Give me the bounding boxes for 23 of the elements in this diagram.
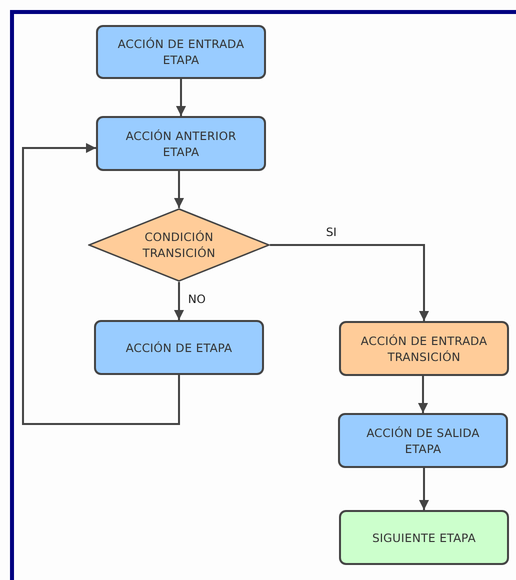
process-box xyxy=(339,510,509,565)
arrow xyxy=(270,244,429,321)
node-label: CONDICIÓN TRANSICIÓN xyxy=(142,229,216,261)
node-label: ACCIÓN DE ENTRADA TRANSICIÓN xyxy=(360,332,488,364)
arrow xyxy=(419,468,429,510)
node-label: ACCIÓN ANTERIOR ETAPA xyxy=(124,128,238,160)
process-box xyxy=(94,320,264,375)
arrow xyxy=(22,143,180,425)
node-label: ACCIÓN DE ETAPA xyxy=(124,340,234,356)
decision-diamond xyxy=(88,208,270,282)
process-box xyxy=(338,413,508,468)
edge-label: SI xyxy=(325,225,338,239)
arrow xyxy=(174,282,184,320)
arrow xyxy=(176,79,186,116)
node-label: ACCIÓN DE SALIDA ETAPA xyxy=(365,424,481,456)
process-box xyxy=(96,116,266,171)
process-box xyxy=(339,321,509,376)
arrow xyxy=(418,376,428,413)
process-box xyxy=(96,25,266,79)
arrow xyxy=(174,171,184,208)
node-label: SIGUIENTE ETAPA xyxy=(371,530,477,546)
edge-label: NO xyxy=(187,292,207,306)
node-label: ACCIÓN DE ENTRADA ETAPA xyxy=(116,36,246,68)
